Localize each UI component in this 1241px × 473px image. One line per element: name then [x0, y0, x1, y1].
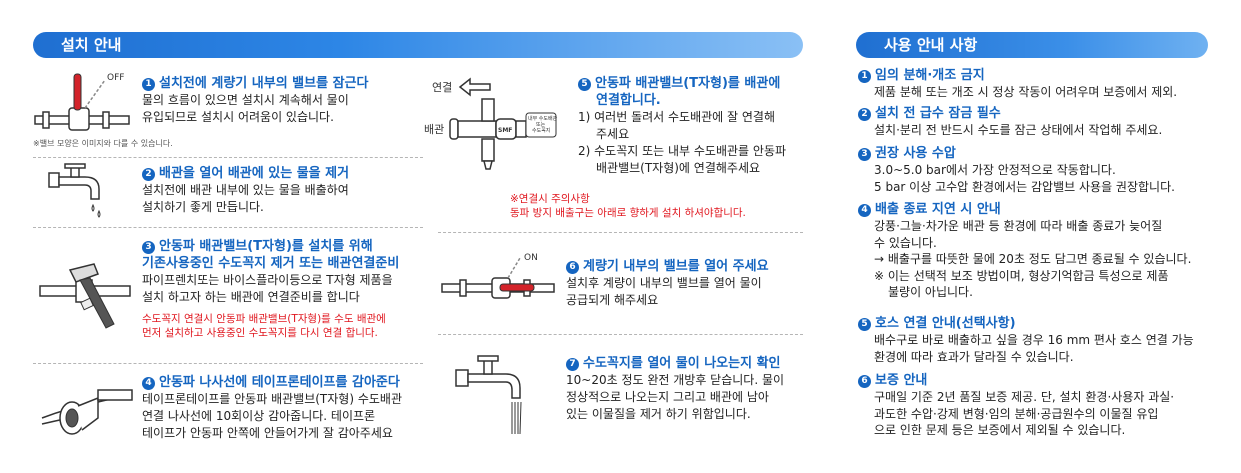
- step-number-icon: 2: [142, 168, 155, 181]
- usage-number-icon: 3: [858, 148, 871, 161]
- step-number-icon: 5: [578, 78, 591, 91]
- teflon-tape-icon: [41, 389, 133, 435]
- step-number-icon: 1: [142, 78, 155, 91]
- faucet-drain-icon: [48, 163, 101, 218]
- svg-text:내부 수도배관: 내부 수도배관: [528, 115, 558, 122]
- usage-number-icon: 5: [858, 318, 871, 331]
- valve-on-icon: ON: [441, 253, 555, 299]
- step-number-icon: 7: [566, 358, 579, 371]
- t-valve-icon: 연결 배관 SMF 내부 수도배관 또는 수도꼭지: [424, 77, 558, 170]
- pipe-label: 배관: [424, 123, 444, 136]
- divider: [33, 363, 423, 364]
- step-number-icon: 6: [566, 261, 579, 274]
- brand-label: SMF: [498, 127, 512, 134]
- usage-number-icon: 6: [858, 375, 871, 388]
- off-label: OFF: [107, 73, 124, 83]
- divider: [33, 227, 423, 228]
- svg-text:또는: 또는: [536, 122, 546, 128]
- usage-number-icon: 2: [858, 108, 871, 121]
- connect-label: 연결: [432, 81, 452, 94]
- valve-off-icon: OFF: [34, 73, 130, 131]
- step-number-icon: 3: [142, 241, 155, 254]
- svg-text:수도꼭지: 수도꼭지: [532, 127, 550, 134]
- install-guide-header: 설치 안내: [33, 32, 803, 58]
- image-note: ※밸브 모양은 이미지와 다를 수 있습니다.: [33, 139, 173, 148]
- pipe-wrench-icon: [39, 263, 131, 329]
- divider: [438, 334, 803, 335]
- usage-number-icon: 4: [858, 204, 871, 217]
- step-number-icon: 4: [142, 377, 155, 390]
- divider: [33, 157, 423, 158]
- usage-number-icon: 1: [858, 70, 871, 83]
- step-5-warning: ※연결시 주의사항 동파 방지 배출구는 아래로 향하게 설치 하셔야합니다.: [510, 193, 746, 219]
- usage-notes-header: 사용 안내 사항: [856, 32, 1208, 58]
- divider: [438, 232, 803, 233]
- faucet-running-icon: [455, 355, 522, 435]
- on-label: ON: [524, 253, 538, 263]
